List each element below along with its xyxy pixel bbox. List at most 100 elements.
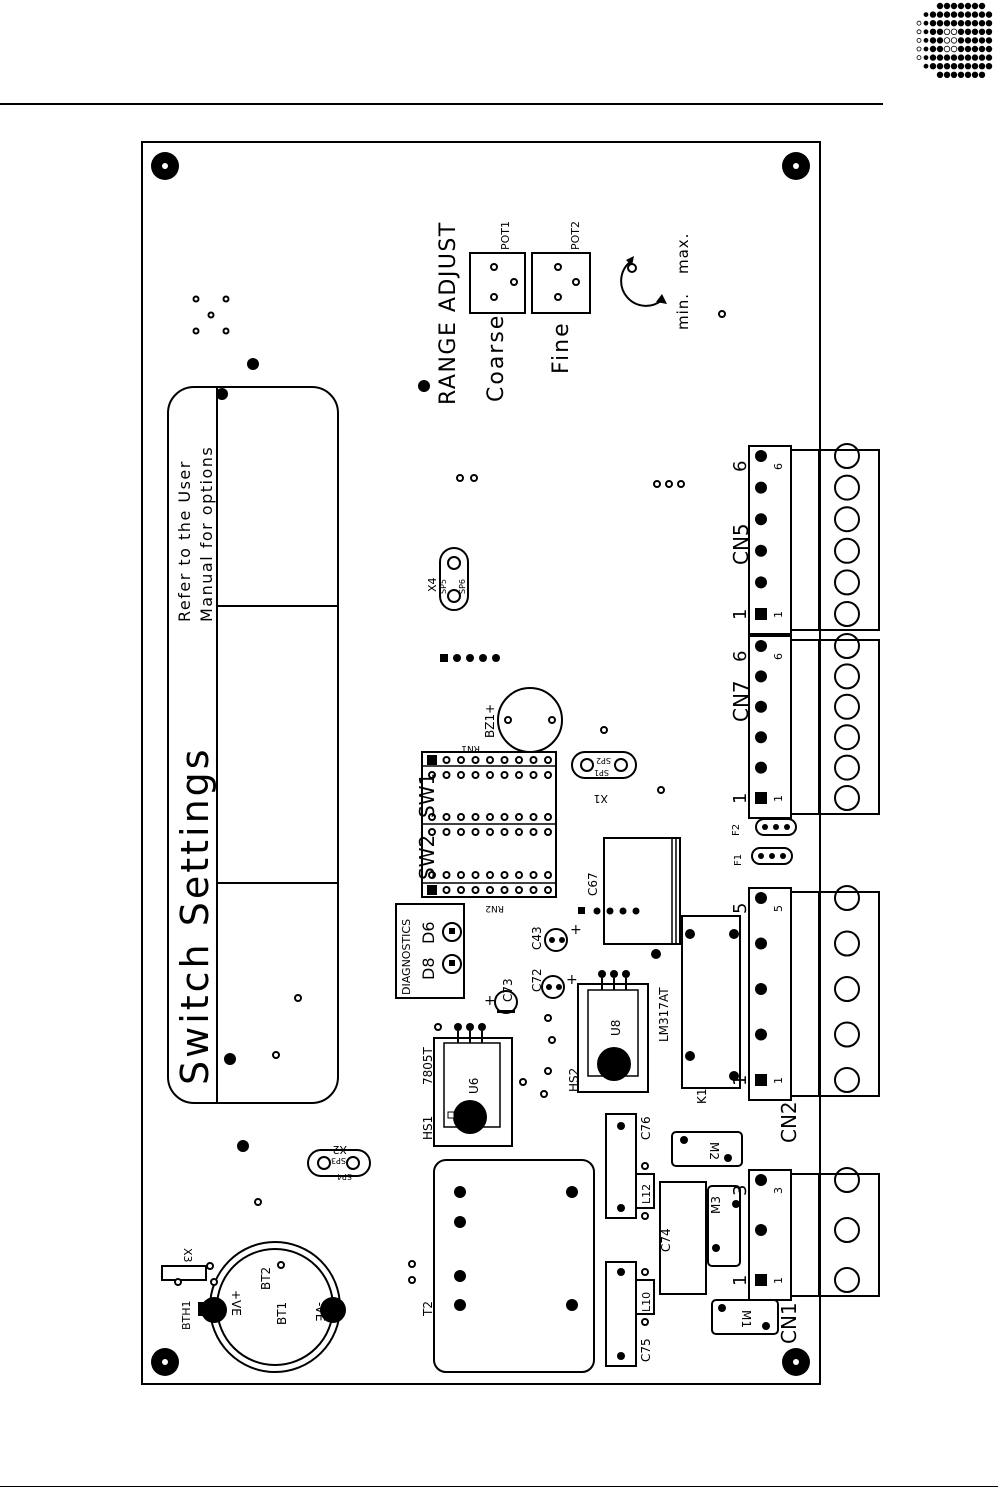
connector-plug xyxy=(790,639,820,815)
connector-pin xyxy=(755,761,767,774)
connector-pin xyxy=(755,937,767,950)
connector-pin xyxy=(755,892,767,904)
connector-pin-1 xyxy=(755,1274,767,1286)
connector-housing xyxy=(748,887,792,1101)
range-adjust-section: RANGE ADJUST Coarse Fine POT1 POT2 min. … xyxy=(436,221,692,405)
u6-regulator: U6 7805T HS1 xyxy=(421,1023,513,1147)
logo-dot xyxy=(923,38,929,43)
logo-dot xyxy=(936,62,944,70)
switch-pin xyxy=(500,871,509,879)
max-label: max. xyxy=(674,233,692,274)
switch-pin xyxy=(428,871,436,879)
logo-dot xyxy=(943,20,951,27)
screw-terminal xyxy=(834,601,860,627)
svg-text:+: + xyxy=(566,972,578,988)
logo-dot xyxy=(985,28,993,35)
switch-pin xyxy=(486,756,494,764)
switch-pin xyxy=(500,771,509,779)
logo-dot xyxy=(943,54,951,61)
connector-pin xyxy=(755,700,767,713)
switch-pin xyxy=(457,771,465,779)
logo-dot xyxy=(916,38,922,43)
logo-dot xyxy=(964,20,972,27)
c67-block: C67 xyxy=(578,837,681,945)
logo-dot xyxy=(971,37,979,44)
switch-pin xyxy=(471,771,480,779)
logo-dot xyxy=(929,11,937,18)
logo-dot xyxy=(950,2,958,10)
screw-terminal xyxy=(834,693,860,720)
logo-dot xyxy=(916,29,922,35)
switch-pin xyxy=(515,828,523,836)
switch-pin xyxy=(500,756,509,764)
logo-dot xyxy=(985,62,993,70)
logo-dot xyxy=(943,62,951,70)
switch-pin xyxy=(515,756,523,764)
logo-dot xyxy=(929,62,937,70)
logo-dot xyxy=(916,20,922,26)
logo-dot xyxy=(916,46,922,52)
diagnostics-block: DIAGNOSTICS D6 D8 xyxy=(395,903,465,999)
logo-dot xyxy=(936,71,944,78)
switch-pin xyxy=(457,828,465,836)
logo-dot xyxy=(957,54,965,61)
logo-dot xyxy=(978,71,986,78)
m3-label: M3 xyxy=(709,1196,723,1214)
logo-dot xyxy=(929,45,937,53)
x4-crystal: X4 SP5 SP6 xyxy=(426,547,469,611)
screw-terminal xyxy=(834,1267,860,1293)
logo-dot xyxy=(964,37,972,44)
sp4-label: SP4 xyxy=(337,1172,352,1181)
logo-dot xyxy=(957,71,965,78)
logo-dot xyxy=(923,63,929,69)
switch-pin xyxy=(529,771,538,779)
sp5-label: SP5 xyxy=(439,579,448,594)
switch-pin xyxy=(500,886,509,894)
f2-label: F2 xyxy=(731,824,742,836)
logo-dot xyxy=(964,45,972,53)
connector-name-label: CN1 xyxy=(777,1302,801,1344)
screw-terminal xyxy=(834,506,860,533)
switch-pin xyxy=(544,813,552,821)
switch-pin xyxy=(486,828,494,836)
m2-label: M2 xyxy=(707,1142,721,1160)
connector-name-label: CN2 xyxy=(777,1101,801,1143)
connector-pin xyxy=(755,1224,767,1236)
connector-pin-first-label: 1 xyxy=(730,793,751,804)
connector-pin xyxy=(755,450,767,462)
switch-pin xyxy=(457,886,465,894)
rn1-label: RN1 xyxy=(461,743,480,753)
switch-pin xyxy=(471,886,480,894)
connector-pin xyxy=(755,670,767,683)
logo-dot xyxy=(950,71,958,78)
screw-terminal xyxy=(834,663,860,690)
connector-plug xyxy=(790,891,820,1097)
switch-pin xyxy=(457,813,465,821)
switch-pin xyxy=(442,771,451,779)
logo-dot xyxy=(923,46,929,52)
logo-dot xyxy=(971,62,979,70)
switch-pin xyxy=(457,871,465,879)
logo-dot xyxy=(936,11,944,18)
rn2-label: RN2 xyxy=(485,903,504,913)
bt2-label: BT2 xyxy=(259,1267,273,1290)
hs2-label: HS2 xyxy=(567,1068,581,1092)
connector-plug xyxy=(790,449,820,631)
logo-dot xyxy=(978,28,986,35)
logo-dot xyxy=(964,11,972,18)
logo-dot xyxy=(985,37,993,44)
switch-pin xyxy=(428,771,436,779)
screw-terminal xyxy=(834,885,860,911)
connector-pin-1 xyxy=(755,608,767,620)
logo-dot xyxy=(936,2,944,10)
logo-dot xyxy=(923,55,929,60)
connector-pin-last-label: 6 xyxy=(730,651,751,662)
switch-pin xyxy=(457,756,465,764)
switch-pin xyxy=(442,886,451,894)
switch-pin xyxy=(471,813,480,821)
c67-label: C67 xyxy=(586,872,600,896)
via-holes xyxy=(192,295,726,1284)
